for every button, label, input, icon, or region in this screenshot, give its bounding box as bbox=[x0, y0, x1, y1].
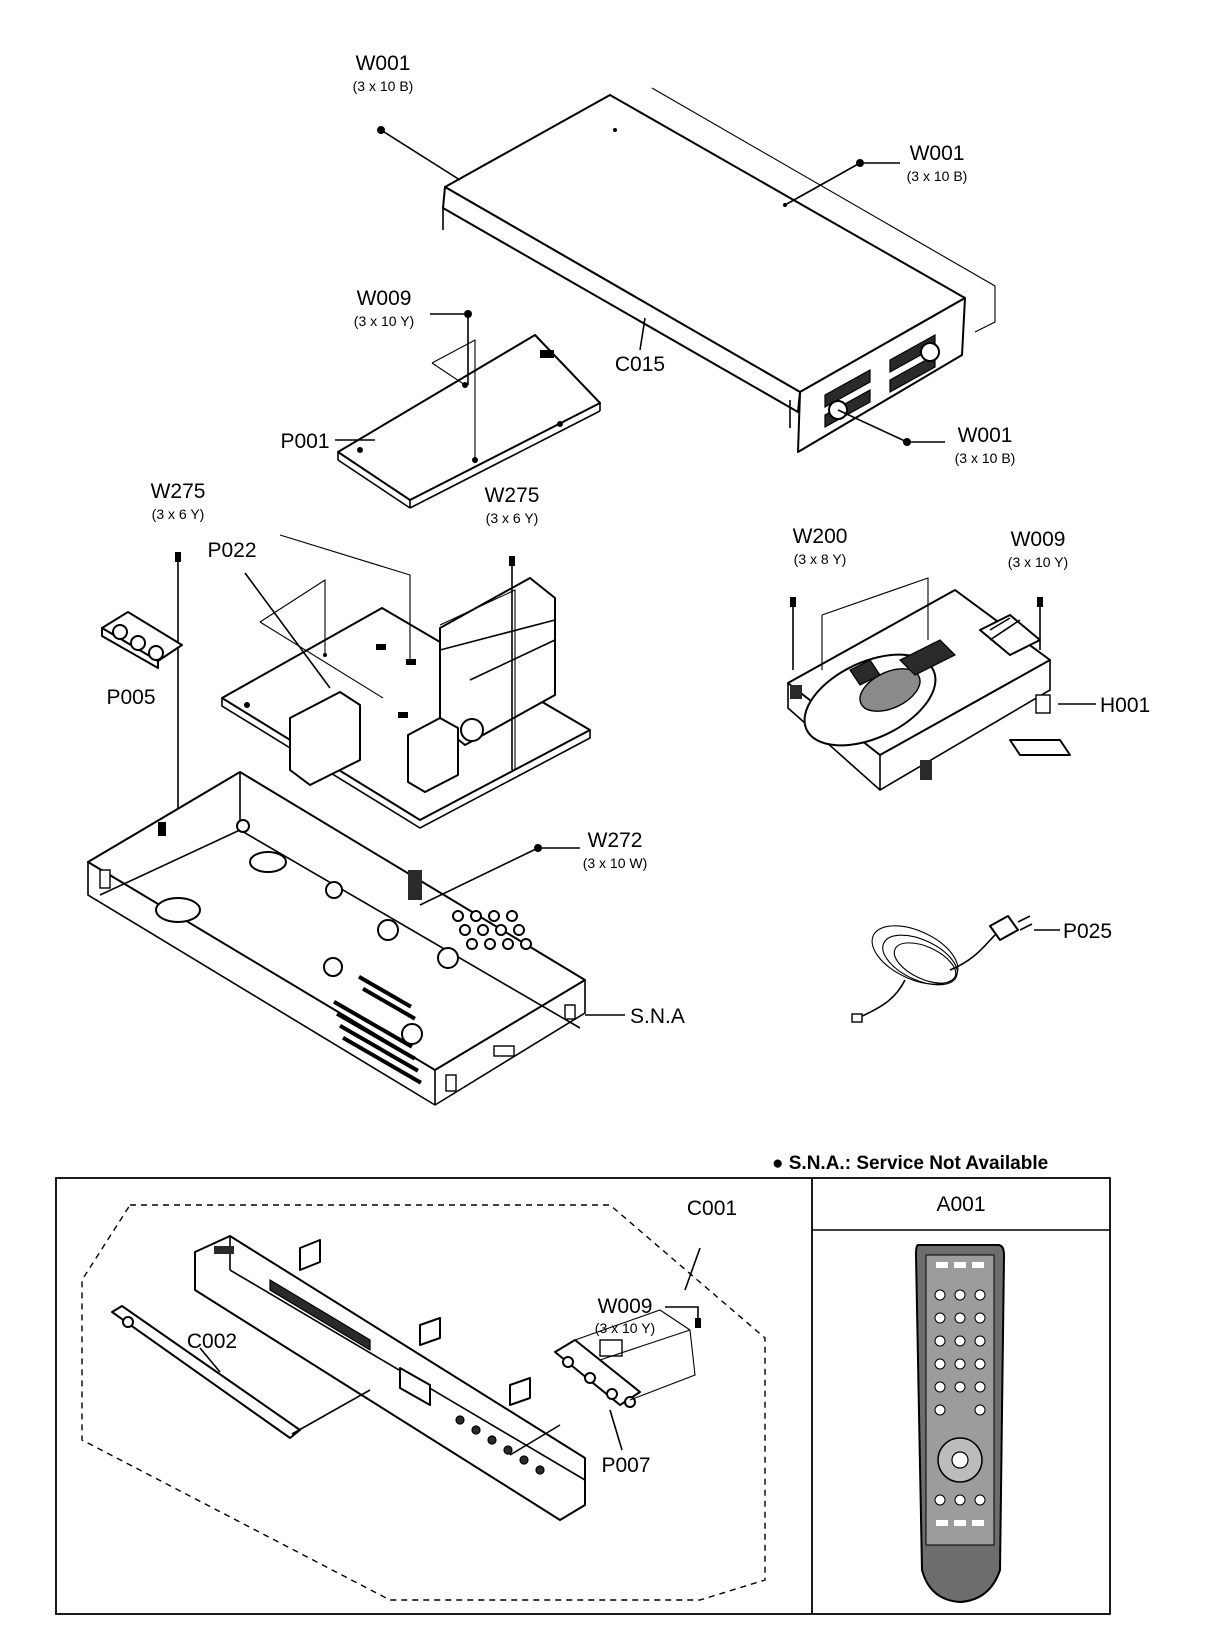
bottom-frame bbox=[55, 1177, 1111, 1615]
power-cord-icon bbox=[851, 915, 1033, 1023]
part-code: C015 bbox=[615, 353, 665, 376]
screw-icon bbox=[1037, 597, 1043, 650]
screw-icon bbox=[509, 556, 515, 770]
screw-icon bbox=[665, 1306, 701, 1328]
callout-c001: C001 bbox=[687, 1197, 737, 1220]
part-code: W200 bbox=[793, 525, 848, 548]
part-code: C001 bbox=[687, 1197, 737, 1220]
screw-icon bbox=[790, 577, 929, 670]
part-spec: (3 x 8 Y) bbox=[794, 551, 847, 567]
screw-icon bbox=[784, 159, 900, 206]
part-code: P005 bbox=[106, 686, 155, 709]
part-code: P001 bbox=[280, 430, 329, 453]
chassis-sna bbox=[87, 771, 586, 1106]
callout-h001: H001 bbox=[1100, 694, 1150, 717]
callout-w001-bottom: W001 (3 x 10 B) bbox=[955, 424, 1016, 466]
part-code: W001 bbox=[910, 142, 965, 165]
part-code: P025 bbox=[1063, 920, 1112, 943]
callout-w009-board: W009 (3 x 10 Y) bbox=[354, 287, 414, 329]
front-panel-c001 bbox=[194, 1235, 586, 1521]
screw-icon bbox=[377, 126, 461, 181]
callout-p007: P007 bbox=[601, 1454, 650, 1477]
part-code: W275 bbox=[485, 484, 540, 507]
part-code: W001 bbox=[356, 52, 411, 75]
part-spec: (3 x 10 Y) bbox=[354, 313, 414, 329]
top-cover-c015 bbox=[442, 87, 996, 453]
part-spec: (3 x 6 Y) bbox=[486, 510, 539, 526]
board-p001 bbox=[337, 334, 601, 509]
part-spec: (3 x 10 B) bbox=[955, 450, 1016, 466]
remote-control-icon bbox=[914, 1244, 1006, 1604]
callout-a001: A001 bbox=[936, 1193, 985, 1216]
part-spec: (3 x 6 Y) bbox=[152, 506, 205, 522]
deck-h001 bbox=[787, 589, 1071, 791]
part-spec: (3 x 10 B) bbox=[353, 78, 414, 94]
part-code: P022 bbox=[207, 539, 256, 562]
part-spec: (3 x 10 B) bbox=[907, 168, 968, 184]
main-board-p022 bbox=[221, 534, 591, 829]
callout-sna: S.N.A bbox=[630, 1005, 685, 1028]
part-code: S.N.A bbox=[630, 1005, 685, 1028]
part-code: W272 bbox=[588, 829, 643, 852]
callout-w200: W200 (3 x 8 Y) bbox=[793, 525, 848, 567]
callout-p001: P001 bbox=[280, 430, 329, 453]
screw-icon bbox=[430, 310, 472, 385]
callout-w001-right: W001 (3 x 10 B) bbox=[907, 142, 968, 184]
part-code: P007 bbox=[601, 1454, 650, 1477]
part-spec: (3 x 10 Y) bbox=[1008, 554, 1068, 570]
callout-w009-deck: W009 (3 x 10 Y) bbox=[1008, 528, 1068, 570]
board-p007 bbox=[554, 1309, 696, 1408]
part-spec: (3 x 10 W) bbox=[583, 855, 648, 871]
callout-c002: C002 bbox=[187, 1330, 237, 1353]
callout-w009-front: W009 (3 x 10 Y) bbox=[595, 1295, 655, 1336]
callout-p022: P022 bbox=[207, 539, 256, 562]
screw-icon bbox=[837, 409, 945, 446]
callout-c015: C015 bbox=[615, 353, 665, 376]
part-code: W009 bbox=[598, 1295, 653, 1318]
part-code: W009 bbox=[1011, 528, 1066, 551]
callout-p005: P005 bbox=[106, 686, 155, 709]
sna-note: ● S.N.A.: Service Not Available bbox=[772, 1153, 1048, 1174]
part-spec: (3 x 10 Y) bbox=[595, 1320, 655, 1336]
part-code: C002 bbox=[187, 1330, 237, 1353]
callout-w275-left: W275 (3 x 6 Y) bbox=[151, 480, 206, 522]
part-code: A001 bbox=[936, 1193, 985, 1216]
part-code: W275 bbox=[151, 480, 206, 503]
callout-w275-right: W275 (3 x 6 Y) bbox=[485, 484, 540, 526]
part-code: H001 bbox=[1100, 694, 1150, 717]
chassis-vents bbox=[332, 975, 422, 1085]
callout-w001-top: W001 (3 x 10 B) bbox=[353, 52, 414, 94]
part-code: W009 bbox=[357, 287, 412, 310]
callout-p025: P025 bbox=[1063, 920, 1112, 943]
screw-icon bbox=[419, 844, 580, 906]
part-code: W001 bbox=[958, 424, 1013, 447]
front-panel-assembly-outline bbox=[81, 1204, 766, 1601]
board-p005 bbox=[101, 611, 183, 669]
callout-w272: W272 (3 x 10 W) bbox=[583, 829, 648, 871]
